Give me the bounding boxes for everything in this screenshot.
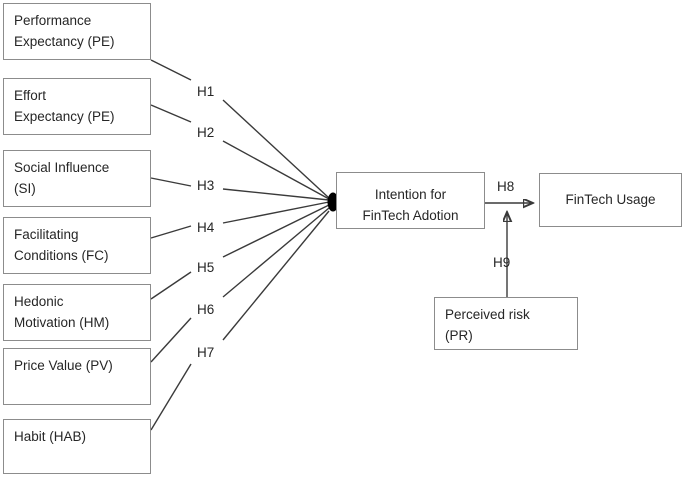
hypothesis-label-h1: H1	[197, 84, 215, 99]
edge-h2-right	[222, 140, 330, 200]
node-habit[interactable]: Habit (HAB)	[3, 419, 151, 474]
edge-h7-left	[150, 363, 192, 431]
node-fintech-usage[interactable]: FinTech Usage	[539, 173, 682, 227]
node-effort-expectancy[interactable]: Effort Expectancy (PE)	[3, 78, 151, 135]
predictor-edges	[150, 59, 330, 431]
node-social-influence[interactable]: Social Influence (SI)	[3, 150, 151, 207]
node-performance-expectancy[interactable]: Performance Expectancy (PE)	[3, 3, 151, 60]
edge-h6-right	[222, 207, 330, 298]
edge-h1-left	[150, 59, 192, 81]
hypothesis-label-h4: H4	[197, 220, 215, 235]
hypothesis-label-h2: H2	[197, 125, 215, 140]
edge-h3-left	[150, 177, 192, 187]
hypothesis-label-h3: H3	[197, 178, 215, 193]
hypothesis-label-h5: H5	[197, 260, 215, 275]
edge-h5-left	[150, 271, 192, 300]
node-facilitating-conditions[interactable]: Facilitating Conditions (FC)	[3, 217, 151, 274]
hypothesis-label-h6: H6	[197, 302, 215, 317]
edge-h7-right	[222, 210, 330, 341]
edge-h4-right	[222, 201, 330, 224]
hypothesis-label-h9: H9	[493, 255, 511, 270]
node-intention-for-fintech-adoption[interactable]: Intention for FinTech Adotion	[336, 172, 485, 229]
edge-h2-left	[150, 104, 192, 123]
node-price-value[interactable]: Price Value (PV)	[3, 348, 151, 405]
hypothesis-label-h7: H7	[197, 345, 215, 360]
edge-h4-left	[150, 225, 192, 239]
node-perceived-risk[interactable]: Perceived risk (PR)	[434, 297, 578, 350]
hypothesis-label-h8: H8	[497, 179, 515, 194]
edge-h3-right	[222, 188, 330, 201]
edge-h1-right	[222, 99, 330, 199]
node-hedonic-motivation[interactable]: Hedonic Motivation (HM)	[3, 284, 151, 341]
edge-h5-right	[222, 204, 330, 258]
edge-h6-left	[150, 317, 192, 363]
